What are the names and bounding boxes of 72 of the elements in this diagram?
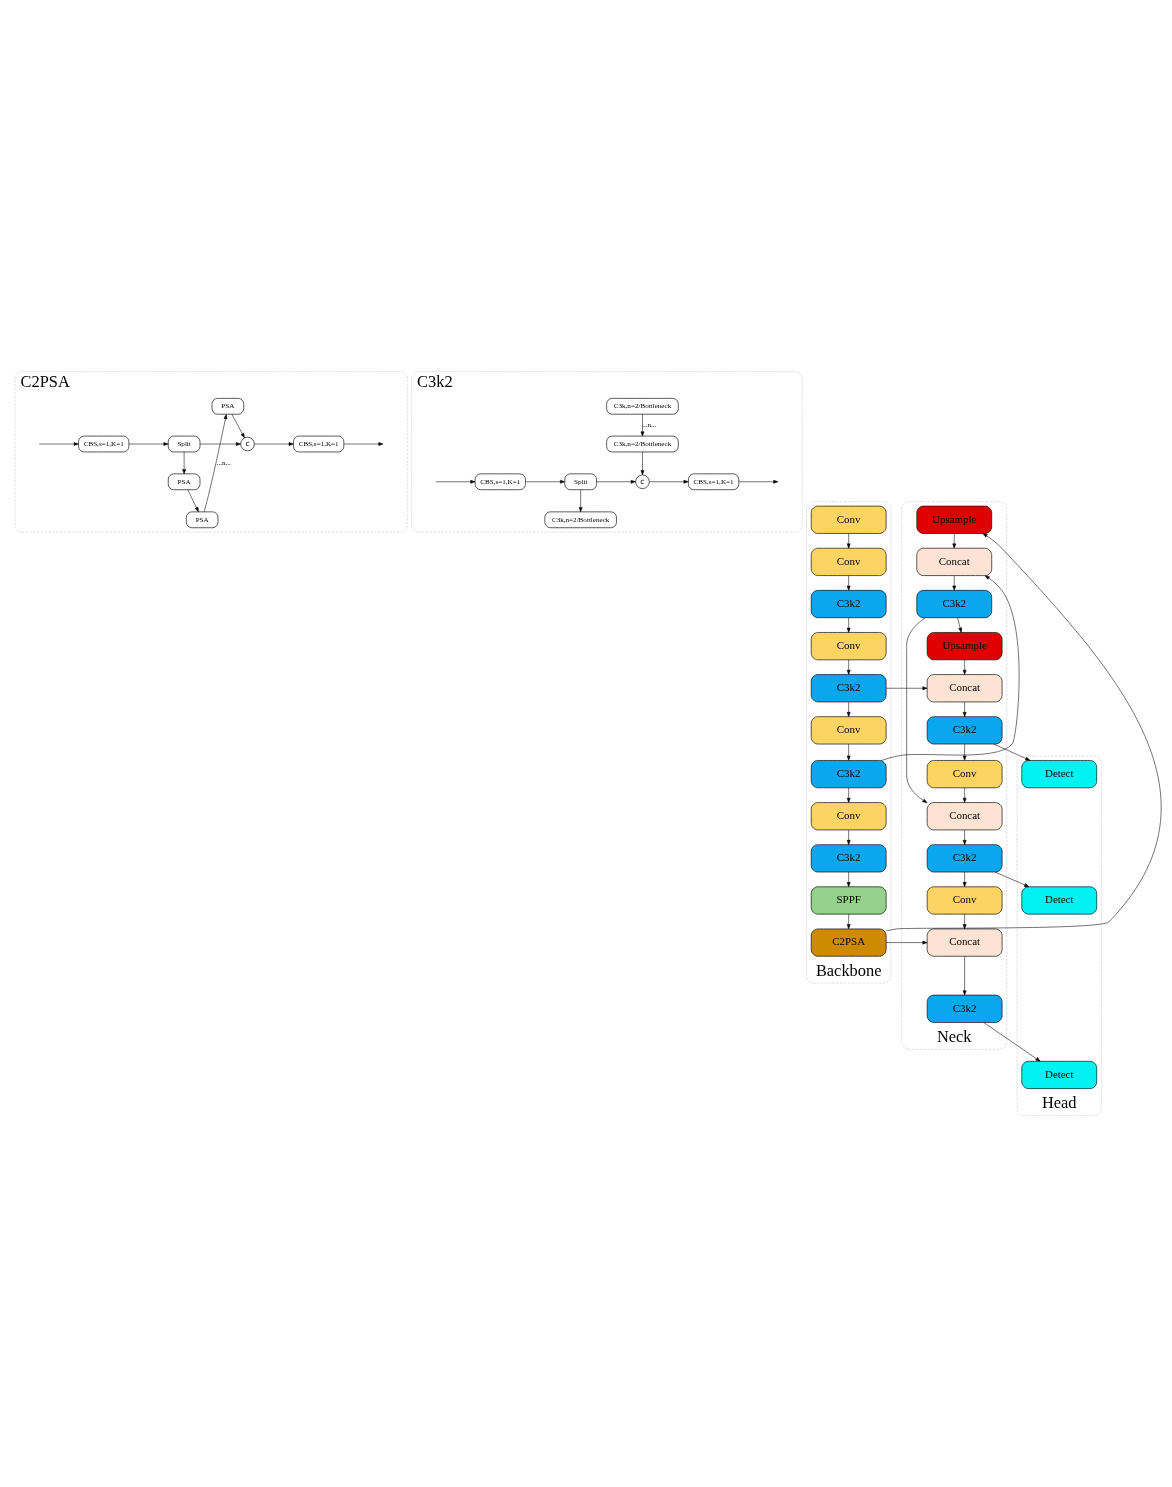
node-box: Conv <box>810 632 887 661</box>
arrow <box>846 533 851 549</box>
arrow <box>203 414 228 512</box>
arrow <box>435 479 476 484</box>
node-box: Conv <box>810 505 887 534</box>
node-box: Upsample <box>926 632 1003 661</box>
node-box: Conv <box>926 886 1003 915</box>
arrow <box>199 442 241 446</box>
arrow <box>983 1022 1041 1062</box>
arrow <box>962 871 967 888</box>
arrow <box>640 414 645 437</box>
arrow <box>962 787 967 803</box>
arrow <box>846 659 851 675</box>
node-box: Concat <box>926 802 1003 831</box>
node-box: Detect <box>1021 760 1098 789</box>
arrow <box>962 659 967 675</box>
arrow <box>846 743 851 761</box>
arrow <box>886 940 928 945</box>
arrow <box>525 479 565 484</box>
arrow <box>957 617 962 633</box>
node-box: C3k2 <box>810 590 887 619</box>
arrow <box>254 442 294 446</box>
node-box: C3k2 <box>810 674 887 703</box>
arrow <box>187 489 199 513</box>
arrow <box>578 489 583 513</box>
node-box: Concat <box>926 928 1003 957</box>
arrow <box>993 743 1031 761</box>
arrow <box>962 956 967 996</box>
arrow <box>886 533 1162 932</box>
node-box: C3k2 <box>916 590 993 619</box>
node-box: Concat <box>926 674 1003 703</box>
arrow <box>886 686 928 691</box>
node-box: Detect <box>1021 1060 1098 1089</box>
arrow <box>846 829 851 845</box>
arrow <box>962 701 967 717</box>
arrow <box>952 575 957 591</box>
arrow <box>640 451 645 476</box>
node-box: C3k2 <box>810 844 887 873</box>
arrow <box>962 743 967 761</box>
arrow <box>596 479 636 484</box>
arrow <box>846 617 851 633</box>
arrow <box>649 479 689 484</box>
node-box: Conv <box>926 760 1003 789</box>
node-box: Conv <box>810 716 887 745</box>
node-box: SPPF <box>810 886 887 915</box>
arrow <box>906 617 928 804</box>
arrow <box>343 442 384 446</box>
arrow <box>38 442 79 446</box>
arrow <box>962 829 967 845</box>
arrow <box>881 575 1020 761</box>
node-box: Conv <box>810 547 887 576</box>
arrow <box>128 442 169 446</box>
node-box: Concat <box>916 547 993 576</box>
node-box: C2PSA <box>810 928 887 957</box>
arrow <box>182 451 186 475</box>
arrow <box>846 575 851 591</box>
node-box: Detect <box>1021 886 1098 915</box>
node-box: C3k2 <box>926 844 1003 873</box>
arrow <box>738 479 779 484</box>
arrow <box>846 871 851 888</box>
node-box: Conv <box>810 802 887 831</box>
arrow <box>846 701 851 717</box>
arrow <box>846 913 851 930</box>
arrow <box>962 913 967 930</box>
arrow <box>952 533 957 549</box>
arrow <box>231 414 245 439</box>
arrow <box>846 787 851 803</box>
node-box: C3k2 <box>926 994 1003 1023</box>
node-box: C3k2 <box>810 760 887 789</box>
arrow <box>994 871 1030 888</box>
node-box: Upsample <box>916 505 993 534</box>
node-box: C3k2 <box>926 716 1003 745</box>
